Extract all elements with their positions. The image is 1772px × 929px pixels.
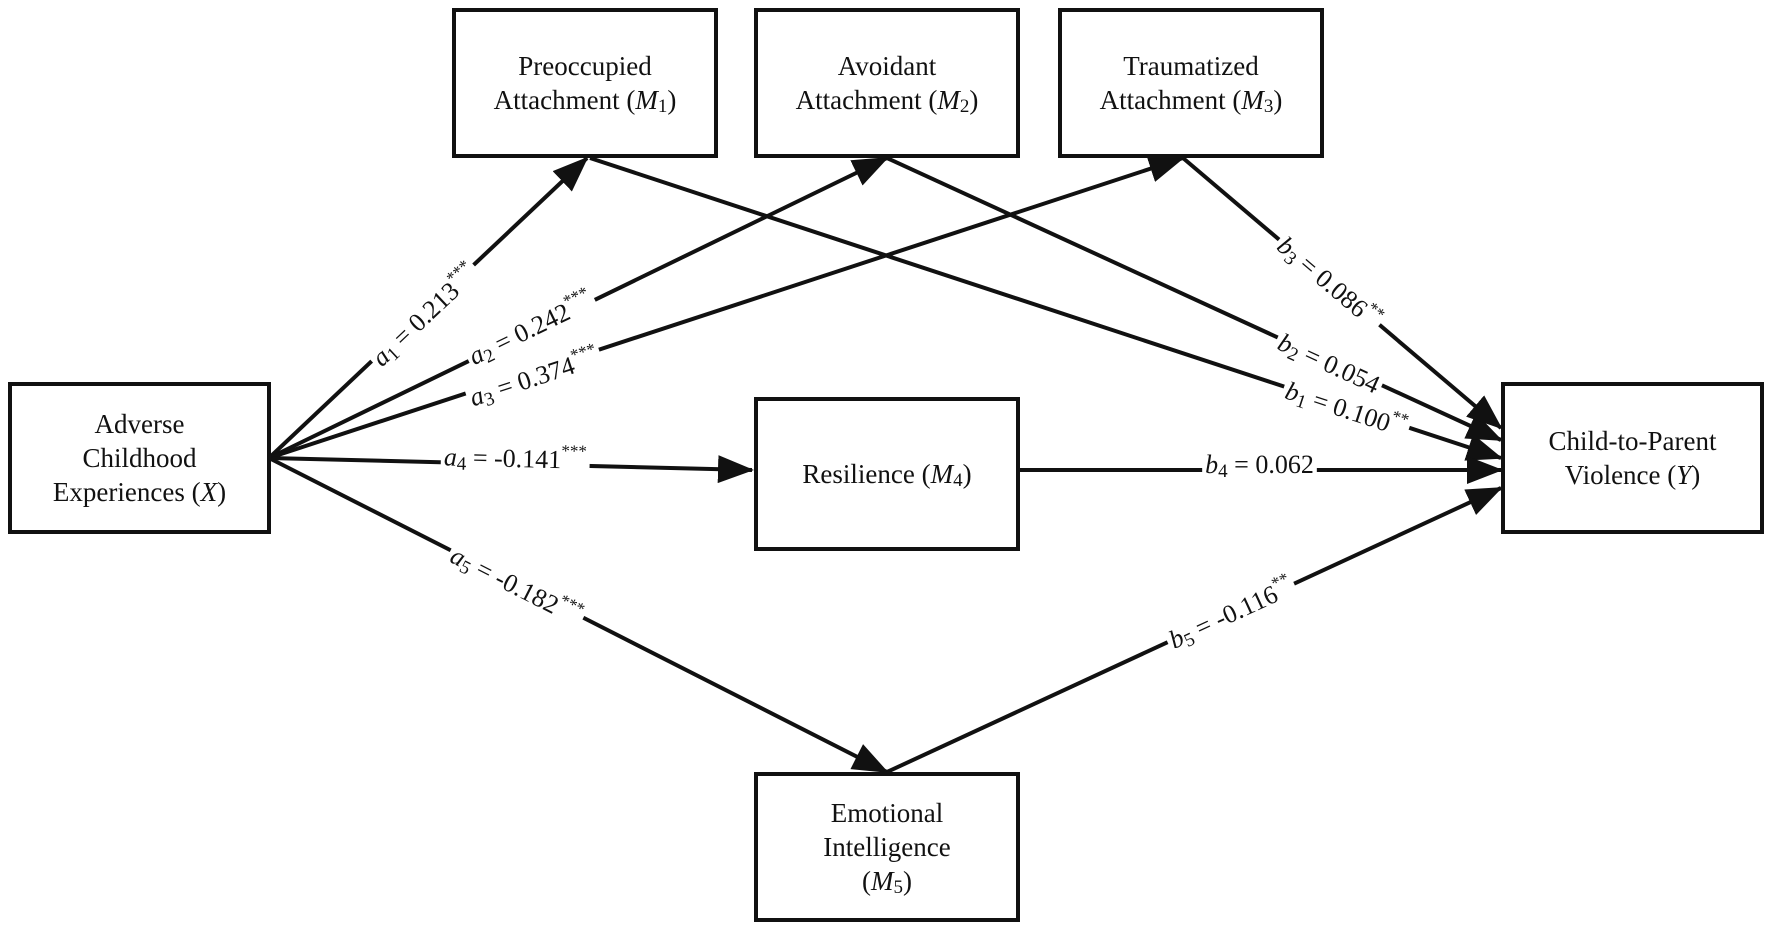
node-label-line: Childhood xyxy=(82,443,197,473)
node-label-line: Intelligence xyxy=(823,832,950,862)
label-background xyxy=(461,335,607,418)
node-label-line: Experiences (X) xyxy=(53,477,226,507)
node-box xyxy=(452,8,718,158)
node-label-line: Preoccupied xyxy=(518,51,652,81)
node-label-line: Attachment (M2) xyxy=(796,85,979,117)
coefficient-label-b4: b4 = 0.062 xyxy=(1202,447,1317,484)
coefficient-label-a1: a1 = 0.213*** xyxy=(359,251,489,378)
label-background xyxy=(1202,447,1317,484)
node-label-line: (M5) xyxy=(862,866,912,898)
coefficient-labels: a1 = 0.213***a2 = 0.242***a3 = 0.374***a… xyxy=(359,223,1416,660)
node-box xyxy=(754,772,1020,922)
node-m4: Resilience (M4) xyxy=(754,397,1020,551)
node-label-line: Traumatized xyxy=(1123,51,1259,81)
coefficient-label-a4: a4 = -0.141*** xyxy=(440,435,591,480)
node-label-line: Violence (Y) xyxy=(1565,460,1701,490)
coefficient-label-a5: a5 = -0.182*** xyxy=(441,533,592,637)
node-label-line: Child-to-Parent xyxy=(1549,426,1717,456)
coef-letter: a xyxy=(444,442,458,471)
node-label-line: Attachment (M3) xyxy=(1100,85,1283,117)
coef-index: 4 xyxy=(456,453,467,474)
coef-letter: b xyxy=(1205,450,1218,479)
node-box xyxy=(1058,8,1324,158)
label-background xyxy=(1158,565,1303,660)
node-label-line: Adverse xyxy=(95,409,185,439)
node-box xyxy=(754,397,1020,551)
label-background xyxy=(359,251,489,378)
label-background xyxy=(1277,368,1416,449)
significance-stars: ** xyxy=(1268,568,1291,592)
node-box xyxy=(1501,382,1764,534)
coef-value: -0.141 xyxy=(494,443,562,474)
significance-stars: ** xyxy=(1390,406,1412,429)
label-background xyxy=(458,278,603,377)
label-background xyxy=(440,435,591,480)
coef-index: 4 xyxy=(1218,461,1228,482)
coefficient-text: b5 = -0.116** xyxy=(1163,568,1299,657)
coefficient-text: a4 = -0.141*** xyxy=(443,438,587,478)
label-background xyxy=(1268,324,1389,405)
coefficient-label-b3: b3 = 0.086** xyxy=(1266,223,1393,340)
arrow-m2-to-y xyxy=(886,156,1503,442)
node-box xyxy=(8,382,271,534)
coefficient-label-b5: b5 = -0.116** xyxy=(1158,565,1303,660)
node-box xyxy=(754,8,1020,158)
node-label-line: Emotional xyxy=(831,798,943,828)
node-label-line: Attachment (M1) xyxy=(494,85,677,117)
node-label-line: Avoidant xyxy=(838,51,937,81)
label-background xyxy=(441,533,592,637)
label-background xyxy=(1266,223,1393,340)
node-label-line: Resilience (M4) xyxy=(802,459,971,491)
coef-value: 0.062 xyxy=(1255,450,1314,479)
coefficient-text: b4 = 0.062 xyxy=(1205,450,1314,482)
significance-stars: *** xyxy=(561,441,587,461)
arrow-x-to-m3 xyxy=(268,155,1185,460)
